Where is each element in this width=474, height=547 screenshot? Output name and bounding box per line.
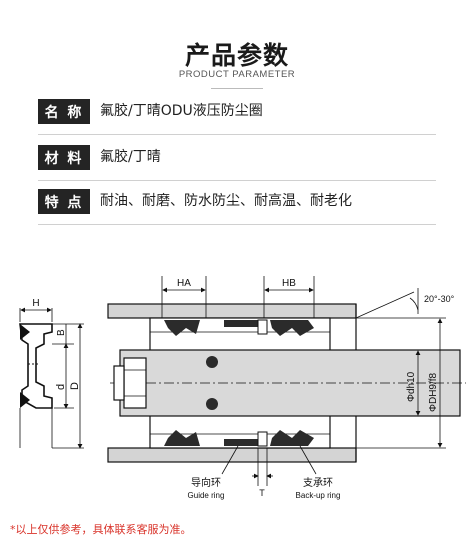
guide-ring-cn-label: 导向环: [191, 476, 221, 489]
dim-hb-label: HB: [282, 278, 296, 289]
param-label: 名 称: [38, 99, 90, 124]
dim-d-label: d: [55, 384, 67, 390]
param-value: 氟胶/丁晴ODU液压防尘圈: [100, 103, 263, 119]
row-divider: [38, 134, 436, 135]
seal-diagram-svg: H B d D: [19, 276, 466, 500]
dim-h-label: H: [32, 298, 39, 309]
dim-D-label: D: [69, 382, 81, 390]
page-subtitle: PRODUCT PARAMETER: [178, 69, 296, 80]
dim-t-label: T: [259, 488, 265, 498]
chamfer-angle-label: 20°-30°: [424, 294, 455, 304]
guide-ring-en-label: Guide ring: [188, 491, 225, 500]
dim-dh9f8-label: ΦDH9/f8: [428, 372, 439, 412]
row-divider: [38, 224, 436, 225]
param-value: 耐油、耐磨、防水防尘、耐高温、耐老化: [100, 193, 352, 209]
backup-ring-en-label: Back-up ring: [296, 491, 341, 500]
param-value: 氟胶/丁晴: [100, 149, 161, 165]
param-label: 材 料: [38, 145, 90, 170]
seal-diagram: H B d D: [0, 262, 474, 507]
param-label: 特 点: [38, 189, 90, 214]
assembly-view: [107, 276, 466, 486]
dim-ha-label: HA: [177, 278, 191, 289]
row-divider: [38, 180, 436, 181]
disclaimer-note: *以上仅供参考，具体联系客服为准。: [10, 523, 192, 536]
title-divider: [211, 88, 263, 89]
page-title: 产品参数: [184, 41, 289, 70]
dim-dh10-label: Φdh10: [406, 371, 417, 402]
backup-ring-cn-label: 支承环: [303, 477, 333, 489]
dim-b-label: B: [56, 329, 67, 336]
seal-section-view: [19, 307, 84, 449]
